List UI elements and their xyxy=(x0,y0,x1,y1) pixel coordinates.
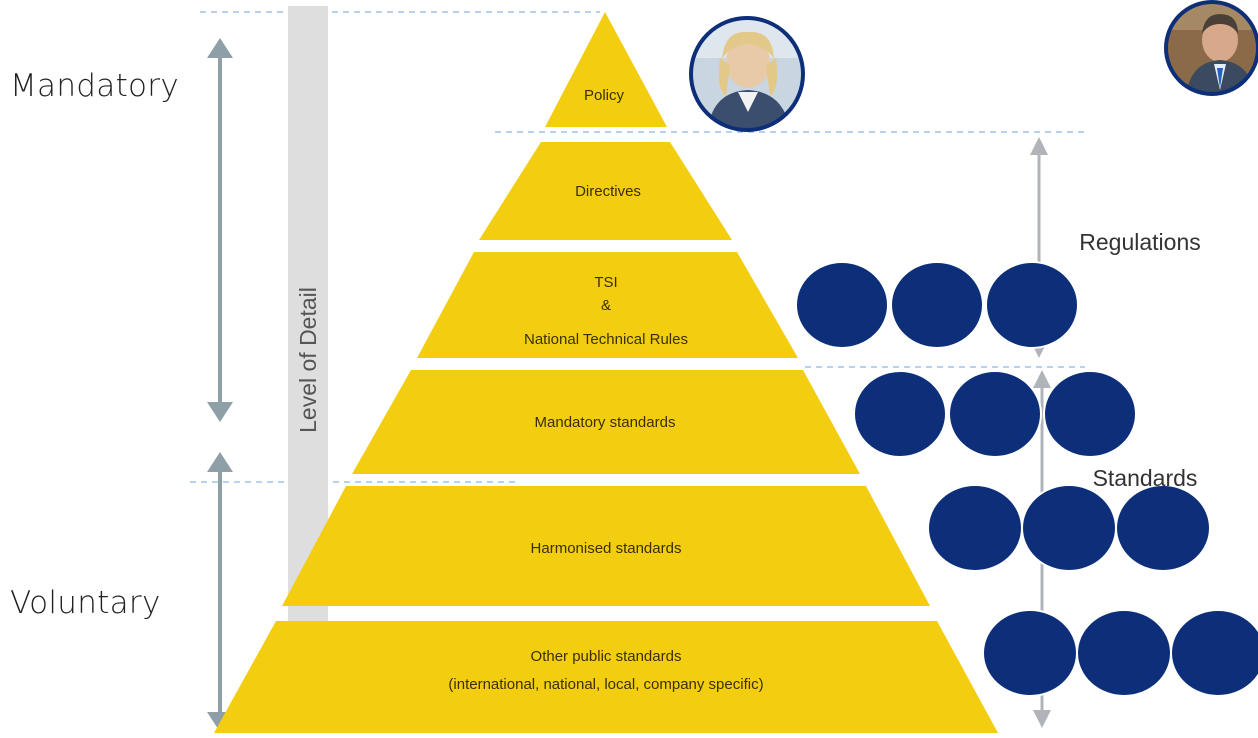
man-portrait-photo xyxy=(1164,0,1258,96)
tier-directives xyxy=(479,142,732,240)
tier-harmonised-standards xyxy=(282,486,930,606)
mandatory-label: Mandatory xyxy=(10,68,179,104)
circle-groups xyxy=(795,261,1258,697)
tier-mandatory-standards xyxy=(352,370,860,474)
tier-label-harmonised-standards: Harmonised standards xyxy=(531,540,682,557)
navy-circle-row4-3 xyxy=(1170,609,1258,697)
navy-circle-row1-2 xyxy=(890,261,984,349)
navy-circle-row1-1 xyxy=(795,261,889,349)
pyramid xyxy=(214,12,998,733)
navy-circle-row2-2 xyxy=(948,370,1042,458)
navy-circle-row4-2 xyxy=(1076,609,1172,697)
tier-label-other-public-detail: (international, national, local, company… xyxy=(448,676,763,693)
tier-label-policy: Policy xyxy=(584,87,625,104)
voluntary-range-arrow xyxy=(207,452,233,732)
navy-circle-row4-1 xyxy=(982,609,1078,697)
tier-policy xyxy=(545,12,667,127)
navy-circle-row2-1 xyxy=(853,370,947,458)
navy-circle-row1-3 xyxy=(985,261,1079,349)
navy-circle-row3-3 xyxy=(1115,484,1211,572)
tier-tsi xyxy=(417,252,798,358)
voluntary-label: Voluntary xyxy=(10,585,161,621)
tier-label-national-rules: National Technical Rules xyxy=(524,331,688,348)
tier-other-public-standards xyxy=(214,621,998,733)
mandatory-range-arrow xyxy=(207,38,233,422)
tier-label-mandatory-standards: Mandatory standards xyxy=(535,414,676,431)
standards-label: Standards xyxy=(1093,465,1198,491)
tier-label-ampersand: & xyxy=(601,297,611,314)
regulations-label: Regulations xyxy=(1079,229,1200,255)
tier-label-directives: Directives xyxy=(575,183,641,200)
navy-circle-row3-1 xyxy=(927,484,1023,572)
woman-portrait-photo xyxy=(689,16,805,132)
navy-circle-row2-3 xyxy=(1043,370,1137,458)
level-of-detail-label: Level of Detail xyxy=(295,287,321,433)
navy-circle-row3-2 xyxy=(1021,484,1117,572)
tier-label-tsi: TSI xyxy=(594,274,617,291)
tier-label-other-public: Other public standards xyxy=(531,648,682,665)
